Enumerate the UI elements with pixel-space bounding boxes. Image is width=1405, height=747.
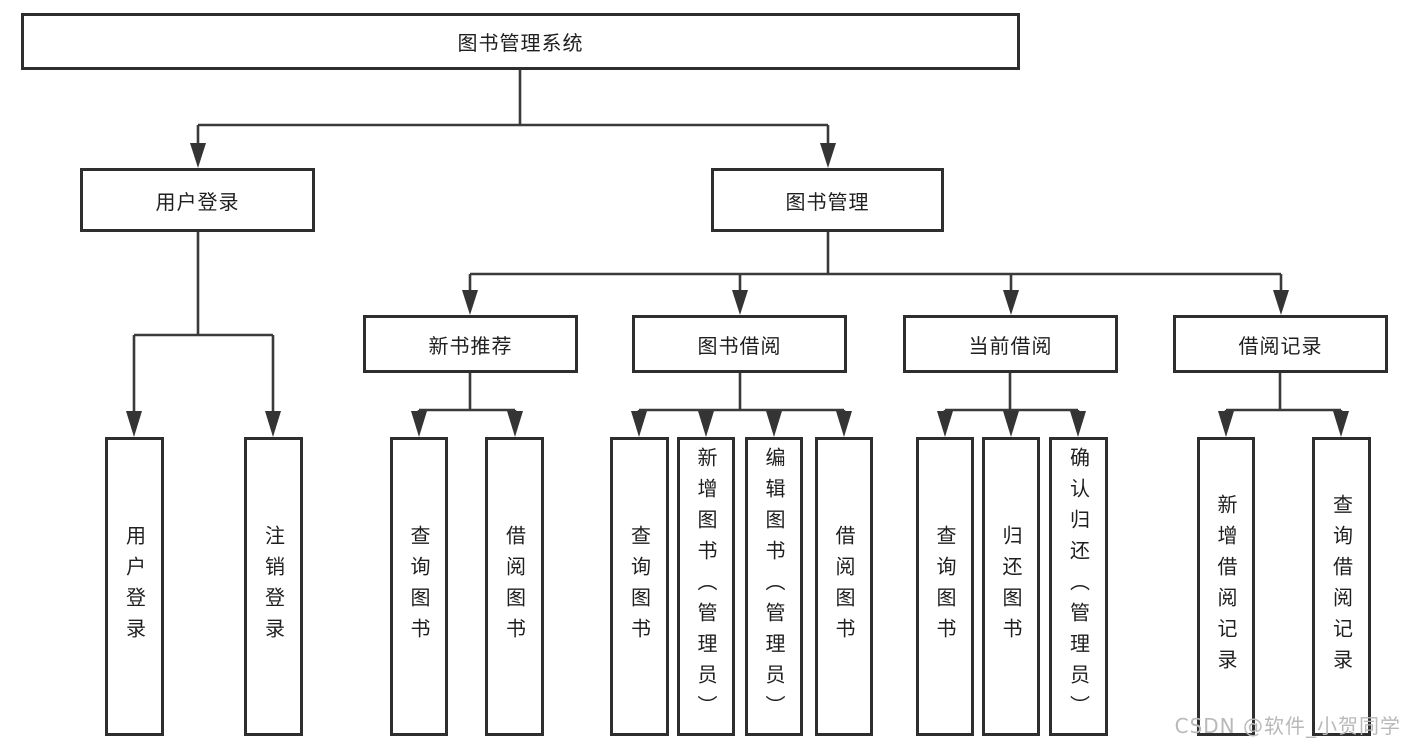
node-label: 图书管理系统 [457,31,584,55]
arrow-down-icon [507,411,523,437]
leaf-logout: 注销登录 [244,437,303,736]
leaf-borrow-books-borrowing: 借阅图书 [815,437,873,736]
connector-records [1224,373,1343,414]
arrow-down-icon [1003,411,1019,437]
leaf-add-books-admin: 新增图书（管理员） [677,437,735,736]
leaf-label: 借阅图书 [832,524,856,649]
arrow-down-icon [1003,290,1019,315]
node-book-borrowing: 图书借阅 [632,315,847,373]
node-label: 图书管理 [785,189,870,214]
leaf-label: 新增图书（管理员） [694,447,718,726]
leaf-label: 归还图书 [999,524,1023,649]
arrow-down-icon [462,290,478,315]
node-label: 借阅记录 [1238,333,1323,358]
node-user-login: 用户登录 [80,168,315,232]
leaf-query-borrow-record: 查询借阅记录 [1312,437,1371,736]
node-root-system: 图书管理系统 [21,13,1020,70]
leaf-add-borrow-record: 新增借阅记录 [1197,437,1255,736]
connector-book-management [468,232,1283,292]
leaf-query-books-borrowing: 查询图书 [610,437,669,736]
leaf-borrow-books-recommend: 借阅图书 [485,437,544,736]
arrow-down-icon [732,290,748,315]
arrow-down-icon [820,143,836,168]
arrow-down-icon [1333,411,1349,437]
leaf-confirm-return-admin: 确认归还（管理员） [1049,437,1108,736]
arrow-down-icon [766,411,782,437]
arrow-down-icon [1218,411,1234,437]
arrow-down-icon [1273,290,1289,315]
connector-user-login [132,232,275,413]
leaf-label: 查询图书 [407,524,431,649]
node-label: 新书推荐 [428,333,513,358]
arrow-down-icon [190,143,206,168]
node-current-borrowing: 当前借阅 [903,315,1118,373]
leaf-label: 用户登录 [122,524,147,649]
arrow-down-icon [631,411,647,437]
leaf-label: 注销登录 [261,524,286,649]
leaf-label: 编辑图书（管理员） [762,447,786,726]
leaf-return-books: 归还图书 [982,437,1040,736]
node-label: 图书借阅 [697,333,782,358]
leaf-label: 查询借阅记录 [1329,493,1354,680]
leaf-label: 新增借阅记录 [1214,493,1238,680]
arrow-down-icon [411,411,427,437]
node-book-management: 图书管理 [711,168,944,232]
connector-borrowing [637,373,846,414]
node-borrowing-records: 借阅记录 [1173,315,1388,373]
leaf-user-login: 用户登录 [105,437,164,736]
leaf-edit-books-admin: 编辑图书（管理员） [745,437,803,736]
leaf-label: 确认归还（管理员） [1066,447,1091,726]
node-label: 当前借阅 [968,333,1053,358]
node-label: 用户登录 [155,189,240,214]
leaf-label: 借阅图书 [502,524,527,649]
leaf-label: 查询图书 [933,524,957,649]
leaf-label: 查询图书 [627,524,652,649]
node-new-book-recommendation: 新书推荐 [363,315,578,373]
arrow-down-icon [698,411,714,437]
connector-root [196,70,830,146]
leaf-query-books-current: 查询图书 [916,437,974,736]
arrow-down-icon [126,411,142,437]
arrow-down-icon [937,411,953,437]
arrow-down-icon [1070,411,1086,437]
connector-current [943,373,1080,414]
leaf-query-books-recommend: 查询图书 [390,437,448,736]
arrow-down-icon [836,411,852,437]
arrow-down-icon [265,411,281,437]
csdn-watermark: CSDN @软件_小贺同学 [1174,714,1401,738]
connector-recommend [417,373,517,414]
